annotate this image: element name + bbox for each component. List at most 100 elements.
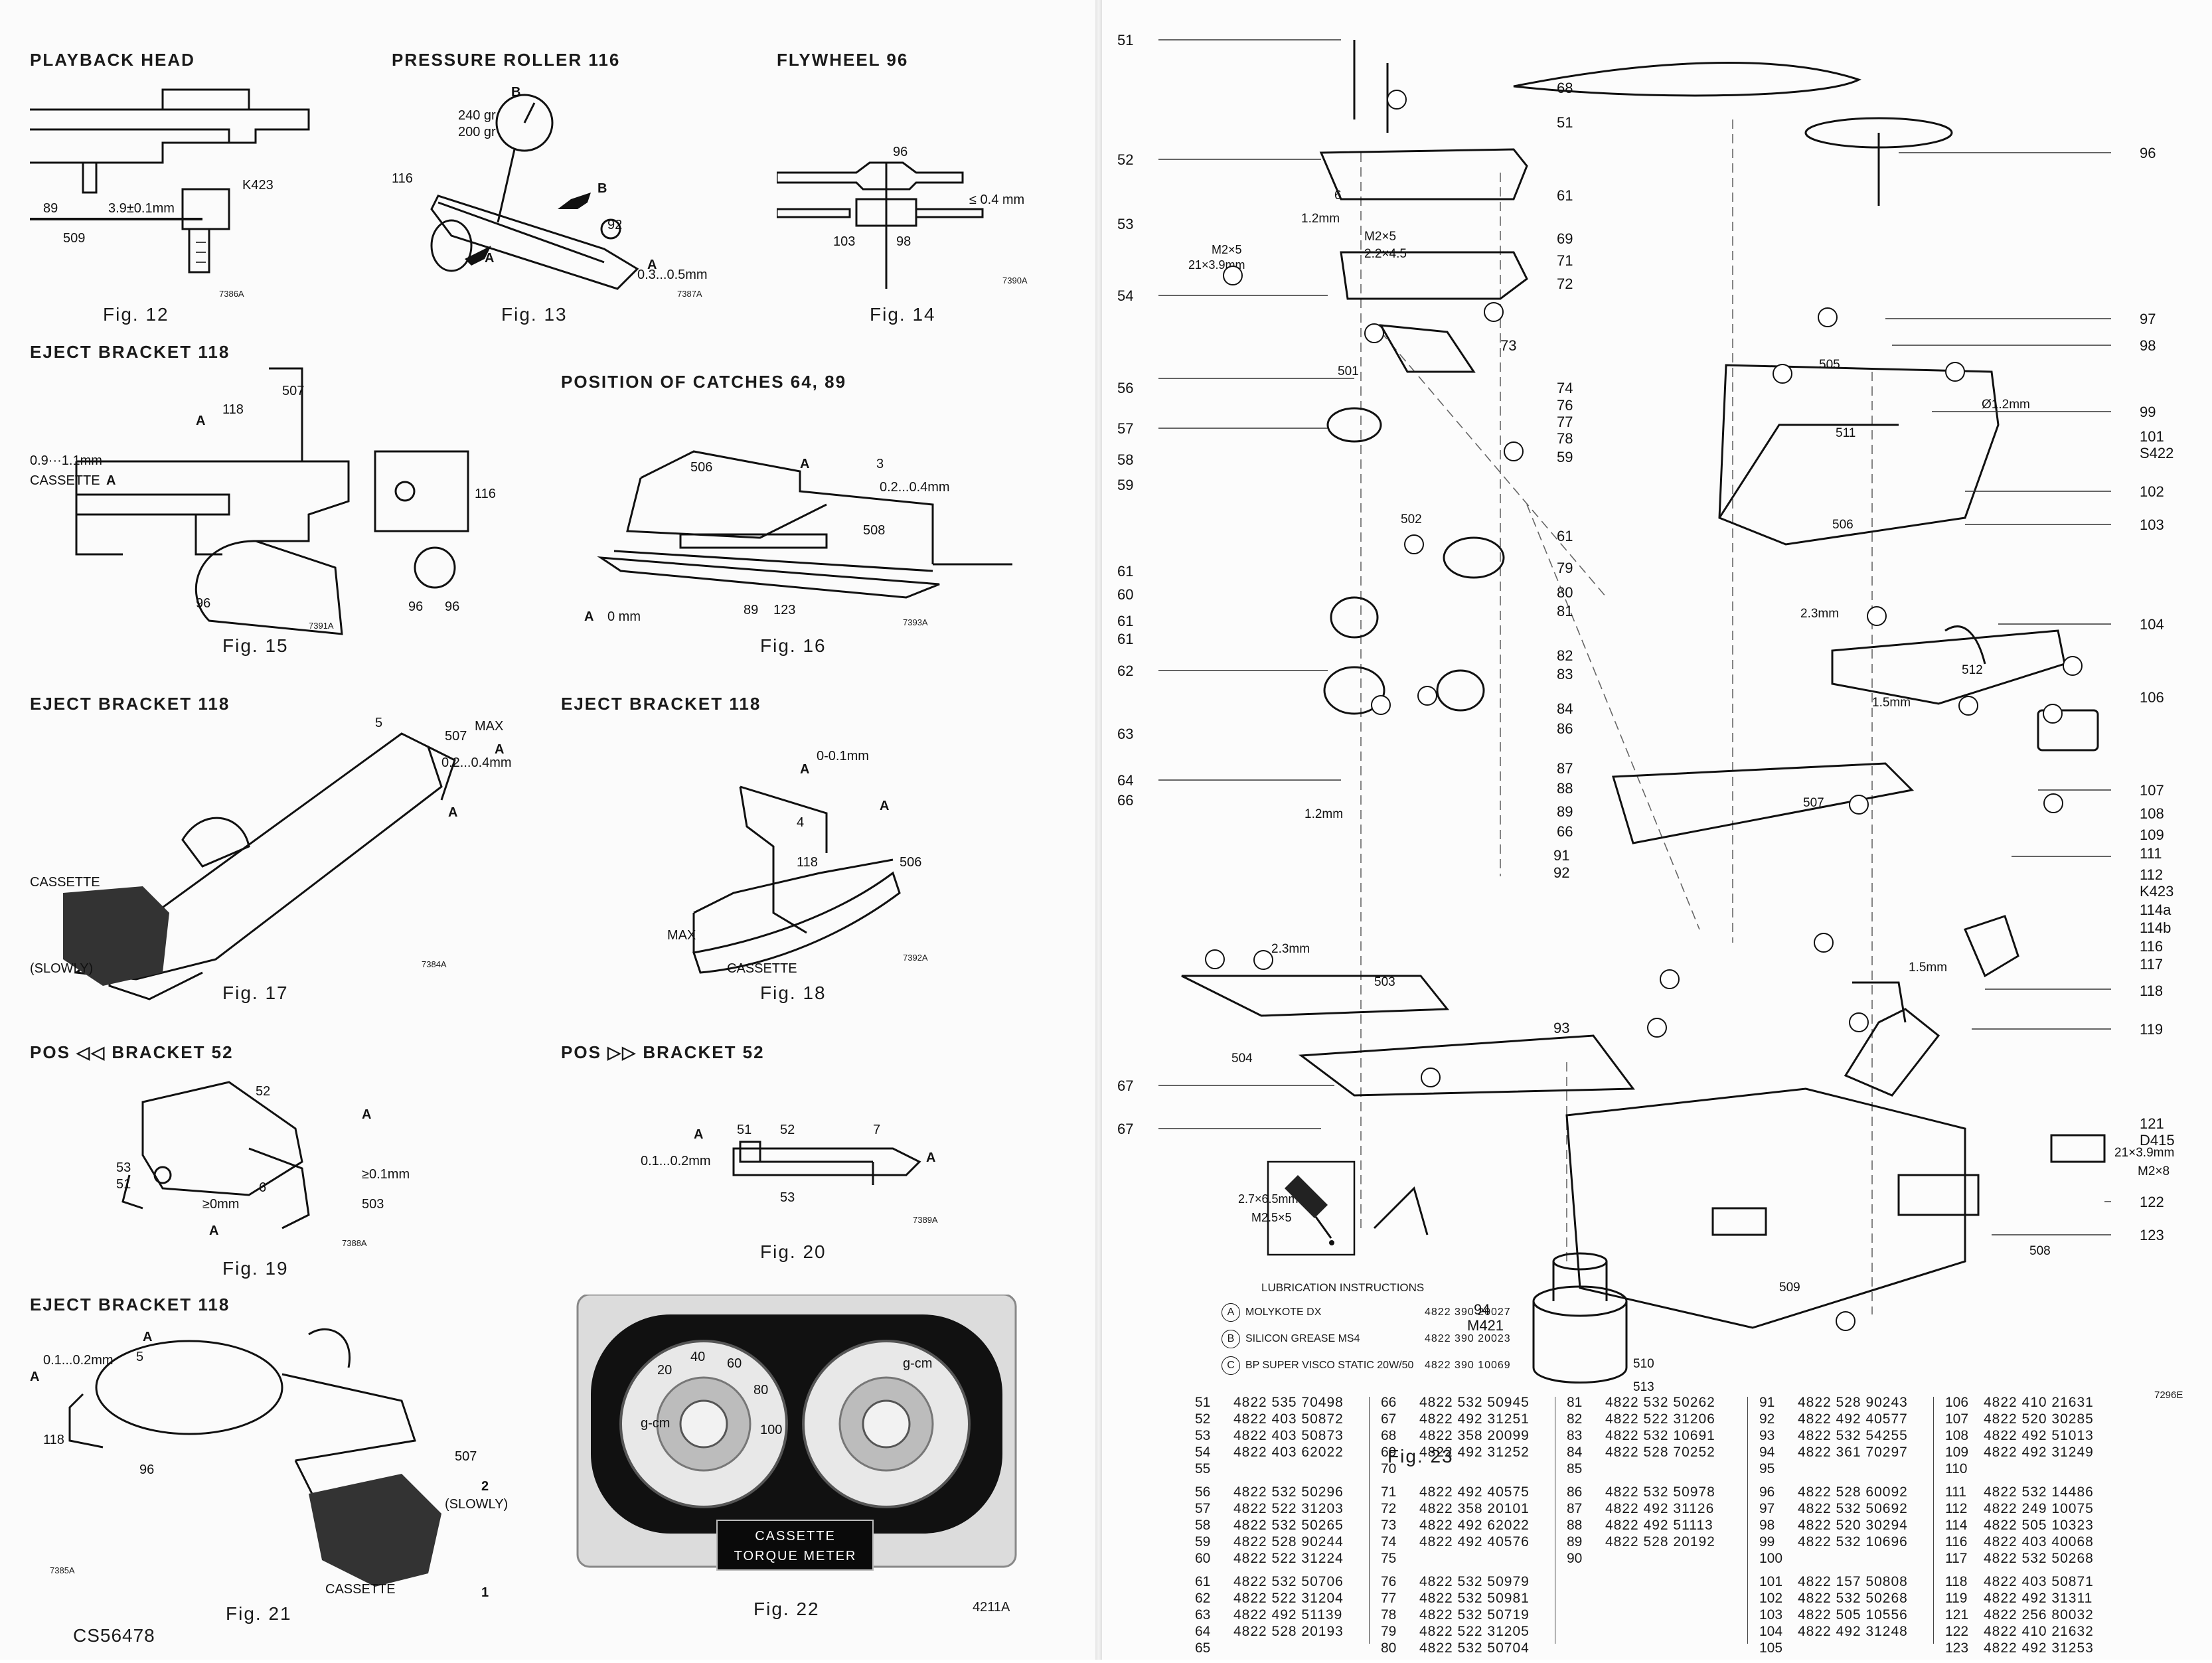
part-code [1605,1550,1745,1567]
callout: 61 [1117,613,1133,629]
callout: 6 [259,1180,266,1195]
callout: 60 [727,1356,742,1371]
part-code: 4822 403 62022 [1233,1445,1344,1460]
callout: 513 [1633,1380,1654,1394]
callout: 89 [43,201,58,216]
callout: B [597,181,607,196]
callout: 509 [63,231,85,246]
part-number: 68 [1381,1428,1397,1443]
part-number: 117 [1945,1551,1968,1566]
lube-symbol: A [1222,1303,1240,1322]
figure-panel: CASSETTE TORQUE METER g-cm 20 40 60 80 1… [571,1295,1062,1626]
part-code [1798,1640,1937,1656]
part-code [1605,1461,1745,1477]
callout: 96 [139,1463,154,1477]
part-number: 60 [1195,1551,1211,1566]
callout: M2.5×5 [1251,1211,1292,1224]
callout: 58 [1117,451,1133,468]
part-number: 89 [1567,1534,1583,1549]
callout: 114b [2140,919,2171,936]
callout: 507 [445,729,467,744]
eject-bracket-17-drawing: MAX 5 507 A 0.2...0.4mm A CASSETTE (SLOW… [30,716,512,1000]
callout: 118 [222,402,244,417]
callout: 52 [780,1123,795,1137]
callout: 60 [1117,586,1133,603]
callout: 2.2×4.5 [1364,247,1407,261]
part-code: 4822 403 40068 [1984,1534,2094,1549]
part-number: 90 [1567,1551,1583,1566]
drawing-ref: 7386A [219,289,244,299]
callout: TORQUE METER [734,1549,857,1563]
drawing-ref: 7296E [2154,1389,2183,1401]
callout: 2.3mm [1800,607,1839,621]
callout: A [196,414,205,428]
part-number: 84 [1567,1445,1583,1460]
part-code: 4822 492 31311 [1984,1591,2093,1606]
callout: 96 [2140,145,2156,161]
callouts: A 3 506 0.2...0.4mm 508 A 0 mm 89 123 [584,457,950,624]
callout: 4 [797,815,804,830]
callout: 504 [1231,1052,1253,1066]
lube-name: BP SUPER VISCO STATIC 20W/50 [1245,1360,1414,1371]
callout: 64 [1117,772,1133,789]
callout: 200 gr [458,125,496,139]
figure-label: Fig. 12 [103,304,169,325]
part-code: 4822 410 21631 [1984,1395,2094,1410]
part-number: 101 [1759,1574,1783,1589]
column-divider [1933,1397,1934,1644]
part-code: 4822 358 20101 [1419,1501,1530,1516]
forward-bracket-drawing: A 51 52 7 0.1...0.2mm 53 A [641,1123,935,1205]
callout: 2 [481,1479,489,1494]
part-number: 82 [1567,1411,1583,1427]
part-code: 4822 505 10556 [1798,1607,1908,1623]
callout: 503 [1374,975,1395,989]
callout: D415 [2140,1132,2175,1148]
part-code: 4822 403 50872 [1233,1411,1344,1427]
part-code: 4822 403 50871 [1984,1574,2094,1589]
eject-bracket-drawing: 507 118 A 0.9···1.1mm CASSETTE A 96 116 … [30,367,496,635]
figure-label: Fig. 23 [1387,1446,1454,1466]
figure-label: Fig. 18 [760,983,827,1003]
figure-label: Fig. 15 [222,635,289,656]
part-code: 4822 492 62022 [1419,1518,1530,1533]
callout: ≤ 0.4 mm [969,193,1024,207]
callout: 74 [1557,380,1573,396]
callout: 96 [408,599,423,614]
lube-row: B SILICON GREASE MS4 4822 390 20023 [1222,1329,1511,1349]
callout: 509 [1779,1281,1800,1295]
callouts: 52 A 53 51 6 ≥0.1mm 503 ≥0mm A [116,1084,410,1238]
part-code: 4822 492 31248 [1798,1624,1908,1639]
part-code: 4822 532 50268 [1798,1591,1908,1606]
part-code: 4822 410 21632 [1984,1624,2094,1639]
part-number: 71 [1381,1484,1397,1500]
part-code: 4822 492 31253 [1984,1640,2094,1656]
callout: CASSETTE [325,1582,396,1597]
part-number: 65 [1195,1640,1211,1656]
callout: 68 [1557,80,1573,96]
figure-label: Fig. 16 [760,635,827,656]
callout: 123 [773,603,795,617]
callout: 1.2mm [1304,807,1343,821]
figure-panel: EJECT BRACKET 118 A 0-0.1mm A 4 118 506 … [561,694,1052,1006]
figure-heading: PRESSURE ROLLER 116 [392,50,621,70]
parts-row: 75 [1381,1550,1567,1567]
part-number: 58 [1195,1518,1211,1533]
callout: 83 [1557,666,1573,682]
callout: CASSETTE [30,473,100,488]
callout: 501 [1338,364,1359,378]
part-code: 4822 492 31249 [1984,1445,2094,1460]
callout: A [800,457,809,471]
figure-label: Fig. 20 [760,1241,827,1262]
callout: 59 [1117,477,1133,493]
callout: 89 [744,603,758,617]
